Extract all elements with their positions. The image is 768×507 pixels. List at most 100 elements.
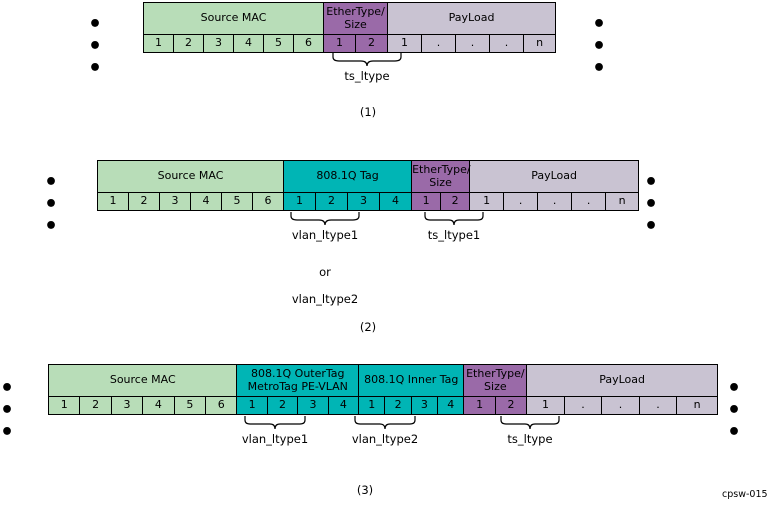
byte-cell-mac-6: 6: [251, 192, 285, 211]
caption-3: (3): [356, 483, 374, 497]
frame-table-3: Source MAC 808.1Q OuterTag MetroTag PE-V…: [47, 364, 718, 415]
byte-cell-ethertype-2: 2: [494, 396, 528, 415]
byte-cell-inner-4: 4: [437, 396, 465, 415]
byte-cell-ethertype-2: 2: [440, 192, 471, 211]
byte-cell-tag-3: 3: [347, 192, 381, 211]
field-8021q-tag-2: 808.1Q Tag: [283, 160, 413, 193]
callout-vlan-ltype1-3: vlan_ltype1: [230, 415, 320, 446]
callout-vlan-ltype2-alt-2: vlan_ltype2: [291, 292, 359, 306]
callout-label: vlan_ltype2: [351, 432, 419, 446]
byte-cell-ethertype-1: 1: [411, 192, 442, 211]
field-name-row-1: Source MAC EtherType/ Size PayLoad: [142, 2, 557, 35]
callout-label: ts_ltype: [507, 432, 553, 446]
field-8021q-outer-tag-3: 808.1Q OuterTag MetroTag PE-VLAN: [236, 364, 360, 397]
byte-cell-mac-2: 2: [173, 34, 204, 53]
byte-cell-tag-1: 1: [283, 192, 317, 211]
caption-1: (1): [359, 105, 377, 119]
ellipsis-left-dots-1: • • •: [88, 12, 110, 81]
byte-cell-outer-2: 2: [266, 396, 299, 415]
byte-cell-mac-1: 1: [143, 34, 174, 53]
field-8021q-inner-tag-3: 808.1Q Inner Tag: [358, 364, 465, 397]
callout-ts-ltype-3: ts_ltype: [490, 415, 570, 446]
ethertype-line2-1: Size: [344, 17, 367, 31]
byte-cell-payload-2: .: [421, 34, 457, 53]
brace-icon: [424, 212, 484, 226]
byte-cell-tag-4: 4: [379, 192, 413, 211]
byte-cell-mac-4: 4: [190, 192, 222, 211]
byte-cell-outer-1: 1: [236, 396, 268, 415]
ethertype-line1-1: EtherType/: [326, 4, 385, 18]
field-payload-2: PayLoad: [469, 160, 640, 193]
ethertype-line1-2: EtherType/: [412, 162, 471, 176]
byte-cell-mac-6: 6: [205, 396, 238, 415]
byte-cell-payload-5: n: [605, 192, 640, 211]
callout-label: vlan_ltype1: [291, 228, 359, 242]
byte-cell-inner-2: 2: [384, 396, 412, 415]
callout-vlan-ltype2-3: vlan_ltype2: [340, 415, 430, 446]
field-name-row-2: Source MAC 808.1Q Tag EtherType/ Size Pa…: [96, 160, 640, 193]
byte-cell-ethertype-1: 1: [323, 34, 357, 53]
byte-cell-payload-4: .: [489, 34, 525, 53]
field-ethertype-size-1: EtherType/ Size: [323, 2, 389, 35]
byte-index-row-2: 1 2 3 4 5 6 1 2 3 4 1 2 1 . . . n: [97, 192, 640, 211]
byte-cell-mac-3: 3: [159, 192, 191, 211]
callout-label: ts_ltype: [344, 69, 390, 83]
byte-cell-tag-2: 2: [315, 192, 349, 211]
byte-cell-mac-2: 2: [79, 396, 112, 415]
byte-cell-mac-2: 2: [128, 192, 160, 211]
byte-cell-mac-5: 5: [221, 192, 253, 211]
figure-id-label: cpsw-015: [722, 489, 768, 500]
ellipsis-right-dots-3: • • •: [727, 376, 749, 445]
byte-cell-mac-1: 1: [47, 396, 81, 415]
field-ethertype-size-2: EtherType/ Size: [411, 160, 471, 193]
byte-cell-ethertype-1: 1: [463, 396, 496, 415]
ellipsis-right-dots-2: • • •: [644, 170, 666, 239]
byte-cell-mac-5: 5: [173, 396, 207, 415]
field-source-mac-3: Source MAC: [47, 364, 238, 397]
byte-index-row-1: 1 2 3 4 5 6 1 2 1 . . . n: [143, 34, 557, 53]
byte-cell-payload-1: 1: [387, 34, 423, 53]
byte-cell-payload-2: .: [563, 396, 603, 415]
ellipsis-left-dots-2: • • •: [44, 170, 66, 239]
brace-icon: [354, 416, 416, 430]
byte-cell-mac-3: 3: [110, 396, 144, 415]
frame-table-1: Source MAC EtherType/ Size PayLoad 1 2 3…: [142, 2, 557, 53]
byte-cell-payload-2: .: [503, 192, 539, 211]
byte-cell-inner-3: 3: [410, 396, 439, 415]
byte-cell-outer-3: 3: [297, 396, 329, 415]
byte-cell-payload-4: .: [638, 396, 678, 415]
byte-cell-payload-4: .: [571, 192, 607, 211]
ellipsis-right-dots-1: • • •: [592, 12, 614, 81]
field-payload-1: PayLoad: [387, 2, 557, 35]
brace-icon: [332, 53, 402, 67]
outer-tag-line1: 808.1Q OuterTag: [251, 366, 345, 380]
byte-cell-payload-1: 1: [469, 192, 505, 211]
ellipsis-left-dots-3: • • •: [0, 376, 22, 445]
callout-ts-ltype1-2: ts_ltype1: [410, 211, 498, 242]
field-name-row-3: Source MAC 808.1Q OuterTag MetroTag PE-V…: [47, 364, 718, 397]
byte-cell-outer-4: 4: [327, 396, 360, 415]
brace-icon: [500, 416, 560, 430]
byte-cell-payload-5: n: [523, 34, 557, 53]
callout-alt-separator-2: or: [319, 265, 331, 279]
byte-cell-payload-5: n: [676, 396, 718, 415]
callout-label: ts_ltype1: [427, 228, 481, 242]
byte-cell-payload-3: .: [455, 34, 491, 53]
callout-label: vlan_ltype1: [241, 432, 309, 446]
byte-cell-payload-3: .: [601, 396, 640, 415]
byte-cell-mac-5: 5: [263, 34, 294, 53]
field-source-mac-2: Source MAC: [96, 160, 285, 193]
field-ethertype-size-3: EtherType/ Size: [463, 364, 528, 397]
brace-icon: [244, 416, 306, 430]
byte-cell-ethertype-2: 2: [355, 34, 389, 53]
frame-table-2: Source MAC 808.1Q Tag EtherType/ Size Pa…: [96, 160, 640, 211]
brace-icon: [290, 212, 360, 226]
byte-cell-mac-3: 3: [203, 34, 234, 53]
byte-cell-mac-4: 4: [142, 396, 175, 415]
byte-cell-payload-3: .: [537, 192, 573, 211]
ethertype-line2-2: Size: [429, 175, 452, 189]
callout-vlan-ltype1-2: vlan_ltype1: [277, 211, 373, 242]
byte-cell-payload-1: 1: [526, 396, 565, 415]
byte-index-row-3: 1 2 3 4 5 6 1 2 3 4 1 2 3 4 1 2 1 . . . …: [47, 396, 718, 415]
ethertype-line1-3: EtherType/: [466, 366, 525, 380]
